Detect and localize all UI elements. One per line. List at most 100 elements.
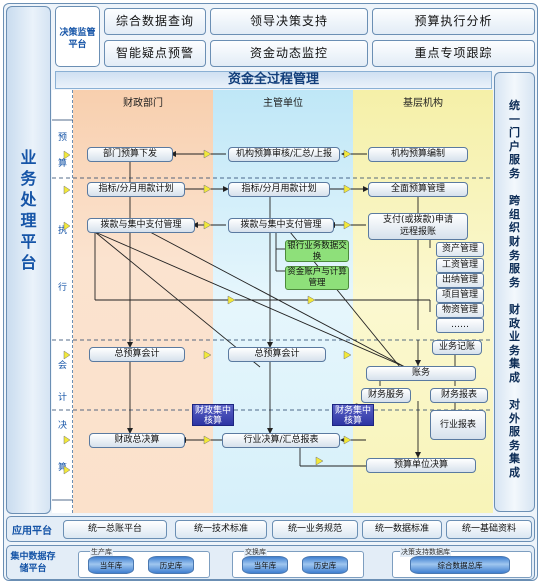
service-platform-label: 统一门户服务 跨组织财务服务 财政业务集成 对外服务集成: [495, 99, 534, 480]
node-finance-report[interactable]: 财务报表: [430, 388, 488, 403]
vertical-char: 业: [509, 330, 520, 344]
decision-platform-label: 决策监管平台: [55, 6, 100, 67]
vertical-char: 理: [20, 211, 37, 230]
app-item-ledger[interactable]: 统一总账平台: [63, 520, 167, 539]
vertical-char: 台: [20, 253, 37, 272]
node-main-payment[interactable]: 拨款与集中支付管理: [228, 218, 334, 233]
vertical-char: 户: [509, 139, 520, 153]
node-finance-service[interactable]: 财务服务: [361, 388, 411, 403]
vertical-char: 务: [509, 438, 520, 452]
node-base-payment[interactable]: 支付(或拨款)申请 远程报账: [368, 213, 468, 240]
storage-platform-label: 集中数据存储平台: [10, 552, 56, 574]
stage-budget-2: 算: [57, 159, 67, 169]
top-button-alert[interactable]: 智能疑点预警: [104, 40, 206, 67]
node-finance-plan[interactable]: 指标/分月用款计划: [87, 182, 185, 197]
node-org-budget-prep[interactable]: 机构预算编制: [368, 147, 468, 162]
top-button-analysis[interactable]: 预算执行分析: [372, 8, 535, 35]
app-platform-label: 应用平台: [12, 526, 52, 537]
db-exchange-history[interactable]: 历史库: [302, 556, 348, 574]
vertical-char: 务: [509, 166, 520, 180]
db-decision-total[interactable]: 综合数据总库: [410, 556, 510, 574]
vertical-char: 组: [509, 207, 520, 221]
vertical-char: 财: [509, 302, 520, 316]
vertical-char: 务: [509, 343, 520, 357]
top-button-query[interactable]: 综合数据查询: [104, 8, 206, 35]
vertical-char: 服: [509, 262, 520, 276]
vertical-char: 务: [20, 169, 37, 188]
app-item-data[interactable]: 统一数据标准: [362, 520, 442, 539]
group-decision-title: 决策支持数据库: [400, 547, 451, 557]
app-item-tech[interactable]: 统一技术标准: [175, 520, 267, 539]
vertical-char: 集: [509, 357, 520, 371]
node-main-gl[interactable]: 总预算会计: [228, 347, 326, 362]
node-biz-booking[interactable]: 业务记账: [432, 340, 482, 355]
stage-exec-2: 行: [57, 283, 67, 293]
tag-finance-central: 财政集中核算: [192, 404, 234, 426]
node-base-payment-line2: 远程报账: [399, 227, 436, 237]
vertical-char: 跨: [509, 194, 520, 208]
subsystem-more[interactable]: ……: [436, 318, 484, 333]
service-platform-panel: 统一门户服务 跨组织财务服务 财政业务集成 对外服务集成: [494, 72, 535, 512]
node-finance-gl[interactable]: 总预算会计: [89, 347, 185, 362]
db-production-current[interactable]: 当年库: [88, 556, 134, 574]
column-header-base: 基层机构: [403, 98, 443, 109]
vertical-char: 成: [509, 466, 520, 480]
group-production-title: 生产库: [90, 547, 113, 557]
node-account-calc[interactable]: 资金账户与计算管理: [285, 266, 349, 290]
column-header-main: 主管单位: [263, 98, 303, 109]
vertical-char: 务: [509, 248, 520, 262]
stage-final-2: 算: [57, 463, 67, 473]
vertical-char: 政: [509, 316, 520, 330]
stage-final-1: 决: [57, 421, 67, 431]
node-main-final[interactable]: 行业决算/汇总报表: [222, 433, 340, 448]
vertical-char: 集: [509, 452, 520, 466]
vertical-char: 外: [509, 411, 520, 425]
db-production-history[interactable]: 历史库: [148, 556, 194, 574]
top-button-leader[interactable]: 领导决策支持: [210, 8, 368, 35]
tag-fiscal-central: 财务集中核算: [332, 404, 374, 426]
stage-acct-1: 会: [57, 361, 67, 371]
vertical-char: 业: [20, 148, 37, 167]
subsystem-salary[interactable]: 工资管理: [436, 258, 484, 273]
subsystem-material[interactable]: 物资管理: [436, 303, 484, 318]
node-finance-final[interactable]: 财政总决算: [89, 433, 185, 448]
vertical-char: 处: [20, 190, 37, 209]
process-title: 资金全过程管理: [55, 71, 492, 89]
vertical-char: 务: [509, 275, 520, 289]
stage-column: [52, 90, 73, 513]
node-main-plan[interactable]: 指标/分月用款计划: [228, 182, 330, 197]
subsystem-project[interactable]: 项目管理: [436, 288, 484, 303]
vertical-char: 财: [509, 234, 520, 248]
node-full-budget[interactable]: 全面预算管理: [368, 182, 468, 197]
subsystem-asset[interactable]: 资产管理: [436, 242, 484, 257]
subsystem-cashier[interactable]: 出纳管理: [436, 273, 484, 288]
vertical-char: 门: [509, 126, 520, 140]
top-button-monitor[interactable]: 资金动态监控: [210, 40, 368, 67]
node-accounting[interactable]: 账务: [366, 366, 476, 381]
stage-acct-2: 计: [57, 393, 67, 403]
vertical-char: 成: [509, 370, 520, 384]
business-platform-panel: 业务处理平台: [6, 6, 51, 514]
node-finance-payment[interactable]: 拨款与集中支付管理: [87, 218, 195, 233]
stage-exec-1: 执: [57, 226, 67, 236]
node-dept-budget-issue[interactable]: 部门预算下发: [87, 147, 173, 162]
app-item-base[interactable]: 统一基础资料: [446, 520, 532, 539]
vertical-char: 一: [509, 112, 520, 126]
top-button-track[interactable]: 重点专项跟踪: [372, 40, 535, 67]
node-base-final[interactable]: 预算单位决算: [366, 458, 476, 473]
vertical-char: 服: [509, 425, 520, 439]
column-header-finance: 财政部门: [123, 98, 163, 109]
db-exchange-current[interactable]: 当年库: [242, 556, 288, 574]
node-org-budget-review[interactable]: 机构预算审核/汇总/上报: [228, 147, 340, 162]
business-platform-label: 业务处理平台: [7, 147, 50, 273]
node-bank-exchange[interactable]: 银行业务数据交换: [285, 240, 349, 262]
vertical-char: 对: [509, 398, 520, 412]
node-industry-report[interactable]: 行业报表: [430, 410, 486, 440]
app-item-biz[interactable]: 统一业务规范: [272, 520, 358, 539]
vertical-char: 织: [509, 221, 520, 235]
node-base-payment-line1: 支付(或拨款)申请: [382, 215, 454, 225]
stage-budget-1: 预: [57, 133, 67, 143]
group-exchange-title: 交换库: [244, 547, 267, 557]
vertical-char: 服: [509, 153, 520, 167]
